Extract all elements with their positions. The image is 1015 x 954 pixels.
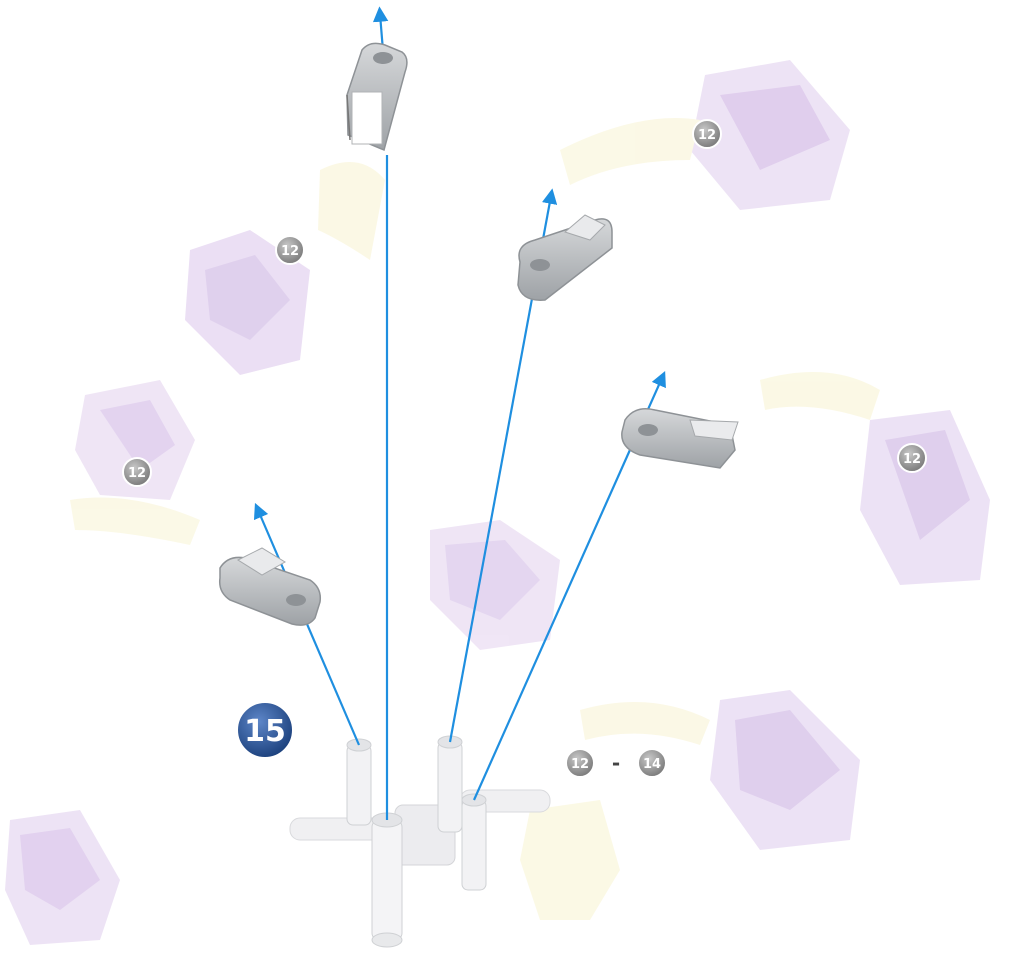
- step-number-badge: 15: [237, 702, 293, 758]
- reference-badge-top-right: 12: [693, 120, 721, 148]
- reference-badge-text: 12: [128, 466, 146, 481]
- range-to-text: 14: [643, 757, 661, 772]
- ghost-part-upper-left: [185, 162, 385, 375]
- range-from-text: 12: [571, 757, 589, 772]
- ghost-part-bottom-right: [580, 690, 860, 850]
- ghost-part-bottom-center: [520, 800, 620, 920]
- reference-badge-left: 12: [123, 458, 151, 486]
- reference-badge-text: 12: [903, 452, 921, 467]
- reference-badge-upper-left: 12: [276, 236, 304, 264]
- ghost-part-right: [760, 372, 990, 585]
- step-number-text: 15: [244, 714, 286, 749]
- ghost-part-bottom-left: [5, 810, 120, 945]
- reference-badge-text: 12: [281, 244, 299, 259]
- hub-assembly: [290, 736, 550, 947]
- ghost-part-center: [430, 520, 560, 650]
- peg-center: [372, 813, 402, 947]
- range-reference: 12 - 14: [566, 749, 666, 777]
- peg-back: [438, 736, 462, 832]
- peg-right: [462, 794, 486, 890]
- clip-part-left: [220, 548, 321, 625]
- reference-badge-right: 12: [898, 444, 926, 472]
- peg-left: [347, 739, 371, 825]
- range-dash-text: -: [612, 751, 620, 775]
- clip-part-right: [622, 409, 738, 468]
- reference-badge-text: 12: [698, 128, 716, 143]
- clip-part-top: [347, 43, 407, 150]
- clip-part-middle: [518, 215, 612, 300]
